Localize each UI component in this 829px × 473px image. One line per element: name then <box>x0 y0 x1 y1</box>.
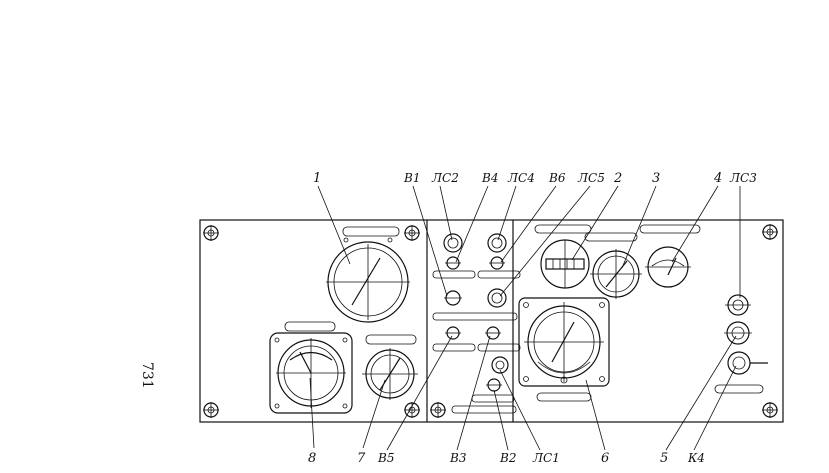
lamp-ls3 <box>725 294 751 316</box>
callout-4: 4 <box>713 171 722 186</box>
callout-ls5: ЛС5 <box>577 171 605 185</box>
switch-5 <box>724 321 752 345</box>
counter-2 <box>540 239 590 289</box>
callout-b4: B4 <box>481 171 498 185</box>
switch-b3 <box>485 326 501 340</box>
switch-b5 <box>445 326 461 340</box>
page-number: 731 <box>139 362 155 389</box>
gauge-3 <box>590 249 642 299</box>
nameplate-counter-2 <box>534 224 592 234</box>
key-k4 <box>727 351 768 375</box>
callout-b2: B2 <box>499 451 516 465</box>
callout-5: 5 <box>660 451 668 466</box>
nameplate-gauge-3 <box>584 232 638 242</box>
lamp-ls5 <box>487 288 507 308</box>
callout-7: 7 <box>357 451 366 466</box>
gauge-6 <box>518 297 610 387</box>
nameplate-gauge-4 <box>639 224 701 234</box>
nameplate-b3 <box>477 343 521 352</box>
callout-ls4: ЛС4 <box>507 171 535 185</box>
switch-b4 <box>445 256 461 270</box>
nameplate-k4 <box>714 384 764 394</box>
gauge-1 <box>326 237 410 323</box>
nameplate-gauge-1 <box>342 226 400 237</box>
lamp-ls4 <box>487 233 507 253</box>
mounting-screw-bottom-left <box>203 402 219 418</box>
nameplate-ls1 <box>471 394 515 403</box>
callout-ls2: ЛС2 <box>431 171 459 185</box>
mounting-screw-bottom-center <box>430 402 446 418</box>
callout-3: 3 <box>652 171 660 186</box>
gauge-8 <box>269 332 353 414</box>
callout-b3: B3 <box>449 451 467 465</box>
panel-outline <box>199 219 784 423</box>
mounting-screw-top-left <box>203 225 219 241</box>
callout-b6: B6 <box>548 171 566 185</box>
callout-b5: B5 <box>377 451 394 465</box>
nameplate-b5 <box>432 343 476 352</box>
switch-b2 <box>486 378 502 392</box>
callout-1: 1 <box>313 171 321 186</box>
lamp-ls1 <box>491 356 509 374</box>
switch-b1 <box>444 290 462 306</box>
callout-k4: К4 <box>687 451 705 465</box>
mounting-screw-top-right <box>762 224 778 240</box>
callout-8: 8 <box>308 451 316 466</box>
gauge-4 <box>645 246 691 288</box>
callout-6: 6 <box>601 451 609 466</box>
leader-lines <box>309 185 741 451</box>
callout-ls3: ЛС3 <box>729 171 757 185</box>
callout-b1: B1 <box>403 171 420 185</box>
callout-2: 2 <box>613 171 622 186</box>
nameplate-gauge-6 <box>536 392 592 402</box>
nameplate-gauge-7 <box>365 334 417 345</box>
mounting-screw-bottom-right <box>762 402 778 418</box>
mounting-screw-bottom-mid <box>404 402 420 418</box>
mounting-screw-top-mid <box>404 225 420 241</box>
callout-ls1: ЛС1 <box>532 451 560 465</box>
lamp-ls2 <box>443 233 463 253</box>
nameplate-b1 <box>432 270 476 279</box>
nameplate-gauge-8 <box>284 321 336 332</box>
switch-b6 <box>489 256 505 270</box>
nameplate-b2 <box>451 405 517 414</box>
nameplate-center-row-2 <box>432 312 518 321</box>
nameplate-b6 <box>477 270 521 279</box>
gauge-7 <box>362 348 418 400</box>
